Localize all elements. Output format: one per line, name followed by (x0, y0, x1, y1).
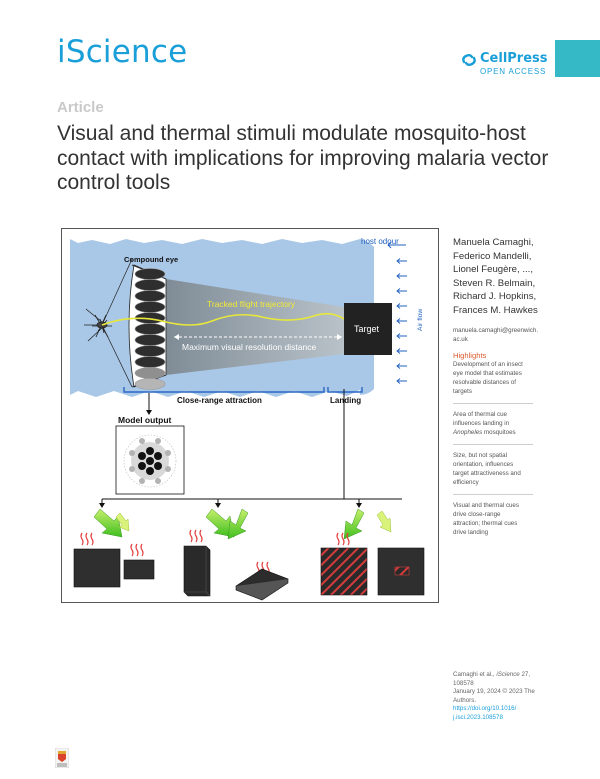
close-range-label: Close-range attraction (177, 396, 262, 405)
divider (453, 494, 533, 495)
article-title: Visual and thermal stimuli modulate mosq… (57, 122, 549, 194)
corner-tab (555, 40, 600, 77)
highlight-item: Area of thermal cue influences landing i… (453, 411, 516, 436)
small-target (123, 559, 155, 580)
check-for-updates-icon[interactable] (55, 748, 69, 768)
article-type: Article (57, 99, 104, 116)
author[interactable]: Richard J. Hopkins, (453, 291, 537, 302)
highlights-heading: Highlights (453, 351, 487, 360)
email-line: manuela.camaghi@greenwich. (453, 327, 539, 334)
graphical-abstract: Compound eye Tracked flight trajectory M… (61, 228, 439, 603)
compound-eye-label: Compound eye (124, 255, 178, 264)
air-flow-arrows (396, 258, 407, 384)
target-box (344, 303, 392, 355)
citation-block: Camaghi et al., iScience 27, 108578 Janu… (453, 671, 553, 723)
cellpress-icon (462, 54, 476, 66)
journal-name: iScience (57, 34, 188, 70)
host-odour-label: host odour (361, 237, 399, 246)
author[interactable]: Manuela Camaghi, (453, 237, 534, 248)
close-range-bracket (123, 387, 325, 393)
author-list: Manuela Camaghi, Federico Mandelli, Lion… (453, 236, 563, 317)
flight-trajectory-line (101, 312, 345, 326)
tracked-trajectory-label: Tracked flight trajectory (207, 299, 296, 309)
author[interactable]: Steven R. Belmain, (453, 277, 536, 289)
model-output-graphic (123, 434, 177, 488)
air-flow-label: Air flow (417, 309, 424, 331)
divider (453, 403, 533, 404)
author[interactable]: Federico Mandelli, (453, 250, 532, 262)
resolution-label: Maximum visual resolution distance (182, 342, 316, 352)
cellpress-name: CellPress (480, 51, 548, 66)
visual-field-tunnel (166, 279, 344, 375)
author[interactable]: Lionel Feugère, ..., (453, 264, 533, 275)
landing-bracket (327, 387, 363, 393)
email-line: ac.uk (453, 336, 468, 343)
author[interactable]: Frances M. Hawkes (453, 304, 538, 316)
preference-arrows (93, 508, 392, 540)
doi-link[interactable]: https://doi.org/10.1016/ j.isci.2023.108… (453, 705, 517, 721)
open-access-label: OPEN ACCESS (480, 67, 547, 76)
compound-eye (128, 264, 167, 390)
landing-label: Landing (330, 396, 361, 405)
divider (453, 444, 533, 445)
corresponding-email[interactable]: manuela.camaghi@greenwich. ac.uk (453, 326, 563, 344)
sidebar: Manuela Camaghi, Federico Mandelli, Lion… (453, 236, 563, 537)
heated-target (320, 547, 368, 596)
large-target (73, 548, 121, 588)
target-label: Target (354, 324, 380, 334)
cellpress-logo[interactable]: CellPress OPEN ACCESS (461, 50, 551, 80)
model-output-label: Model output (118, 415, 172, 425)
